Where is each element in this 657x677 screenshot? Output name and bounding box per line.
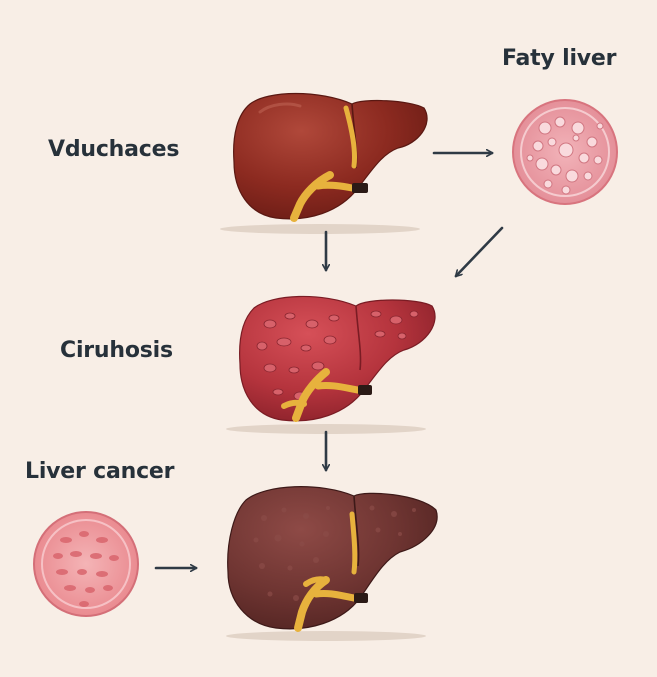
cirrhosis-label: Ciruhosis: [60, 338, 173, 363]
fatty-liver-label: Faty liver: [502, 46, 617, 71]
cirrhosis-liver-illustration: [239, 295, 436, 422]
shadow-healthy: [220, 224, 420, 234]
cancer-liver-illustration: [227, 486, 438, 632]
liver-cancer-tissue-illustration: [33, 511, 139, 617]
shadow-cancer: [226, 631, 426, 641]
liver-cancer-label: Liver cancer: [25, 459, 175, 484]
arrow-fatty-to-cirrhosis: [454, 226, 504, 278]
healthy-liver-label: Vduchaces: [48, 137, 180, 162]
fatty-liver-tissue-illustration: [512, 99, 618, 205]
healthy-liver-illustration: [233, 92, 428, 222]
shadow-cirrhosis: [226, 424, 426, 434]
